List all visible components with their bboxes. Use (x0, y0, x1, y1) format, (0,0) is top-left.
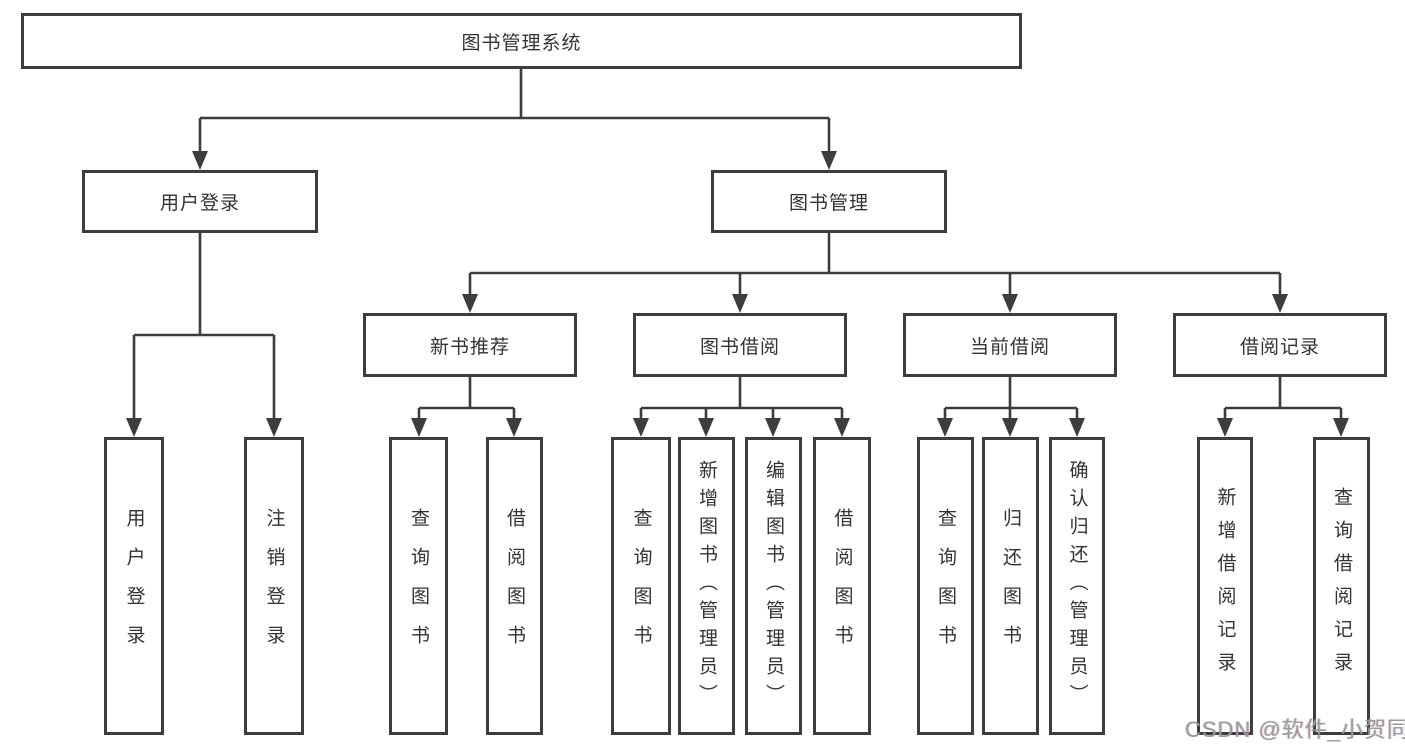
diagram-leaf-bb-add: 新增图书（管理员） (678, 437, 735, 735)
leaf-label-cb-confirm: 确认归还（管理员） (1066, 460, 1088, 712)
connector-book-mgmt (468, 233, 1282, 294)
diagram-leaf-bb-borrow: 借阅图书 (813, 437, 871, 735)
leaf-label-user-login: 用户登录 (123, 508, 145, 664)
diagram-leaf-cb-return: 归还图书 (982, 437, 1039, 735)
diagram-node-book-mgmt: 图书管理 (711, 170, 947, 233)
leaf-label-bb-edit: 编辑图书（管理员） (763, 460, 784, 712)
arrowhead (1217, 418, 1233, 437)
diagram-leaf-br-query: 查询借阅记录 (1313, 437, 1370, 735)
arrowhead (411, 418, 427, 437)
arrowhead (765, 418, 781, 437)
connector-borrow-record (1223, 377, 1343, 418)
csdn-watermark: CSDN @软件_小贺同学 (1185, 717, 1405, 742)
diagram-node-book-borrow: 图书借阅 (633, 313, 847, 377)
connector-root (198, 69, 831, 151)
leaf-label-bb-query: 查询图书 (630, 508, 652, 664)
arrowhead (1002, 294, 1018, 313)
arrowhead (937, 418, 953, 437)
node-label-book-mgmt: 图书管理 (788, 193, 869, 214)
arrowhead (698, 418, 714, 437)
node-label-root: 图书管理系统 (461, 32, 582, 54)
arrowhead (1002, 418, 1018, 437)
diagram-leaf-cb-confirm: 确认归还（管理员） (1049, 437, 1105, 735)
leaf-label-bb-add: 新增图书（管理员） (696, 460, 717, 712)
connector-user-login (132, 233, 276, 418)
arrowhead (1069, 418, 1085, 437)
connector-book-borrow (639, 377, 844, 418)
diagram-node-current-borrow: 当前借阅 (903, 313, 1117, 377)
arrowhead (1333, 418, 1349, 437)
diagram-leaf-cb-query: 查询图书 (917, 437, 974, 735)
leaf-label-cb-query: 查询图书 (935, 508, 956, 664)
diagram-leaf-bb-edit: 编辑图书（管理员） (745, 437, 802, 735)
node-label-new-book: 新书推荐 (429, 336, 510, 358)
arrowhead (126, 418, 142, 437)
node-label-borrow-record: 借阅记录 (1239, 336, 1320, 358)
diagram-leaf-logout: 注销登录 (244, 437, 304, 735)
arrowhead (506, 418, 522, 437)
leaf-label-nb-borrow: 借阅图书 (504, 508, 525, 664)
diagram-node-user-login: 用户登录 (82, 170, 318, 233)
leaf-label-bb-borrow: 借阅图书 (831, 508, 853, 664)
node-label-book-borrow: 图书借阅 (699, 336, 780, 358)
node-label-user-login: 用户登录 (159, 193, 240, 214)
diagram-node-new-book: 新书推荐 (363, 313, 577, 377)
arrowhead (462, 294, 478, 313)
arrowhead (192, 151, 208, 170)
arrowheads (126, 151, 1349, 437)
arrowhead (732, 294, 748, 313)
diagram-node-borrow-record: 借阅记录 (1173, 313, 1387, 377)
diagram-leaf-nb-query: 查询图书 (389, 437, 448, 735)
leaf-label-nb-query: 查询图书 (408, 508, 429, 664)
diagram-leaf-br-add: 新增借阅记录 (1197, 437, 1253, 735)
connector-current-borrow (943, 377, 1079, 418)
leaf-label-br-query: 查询借阅记录 (1331, 487, 1352, 685)
arrowhead (633, 418, 649, 437)
arrowhead (821, 151, 837, 170)
arrowhead (834, 418, 850, 437)
arrowhead (266, 418, 282, 437)
diagram-leaf-user-login: 用户登录 (104, 437, 164, 735)
node-label-current-borrow: 当前借阅 (969, 336, 1050, 358)
leaf-label-br-add: 新增借阅记录 (1214, 487, 1236, 685)
diagram-node-root: 图书管理系统 (21, 13, 1022, 69)
leaf-label-logout: 注销登录 (263, 508, 285, 664)
diagram-leaf-bb-query: 查询图书 (611, 437, 671, 735)
leaf-label-cb-return: 归还图书 (1000, 508, 1021, 664)
arrowhead (1272, 294, 1288, 313)
connector-new-book (417, 377, 516, 418)
diagram-leaf-nb-borrow: 借阅图书 (486, 437, 543, 735)
